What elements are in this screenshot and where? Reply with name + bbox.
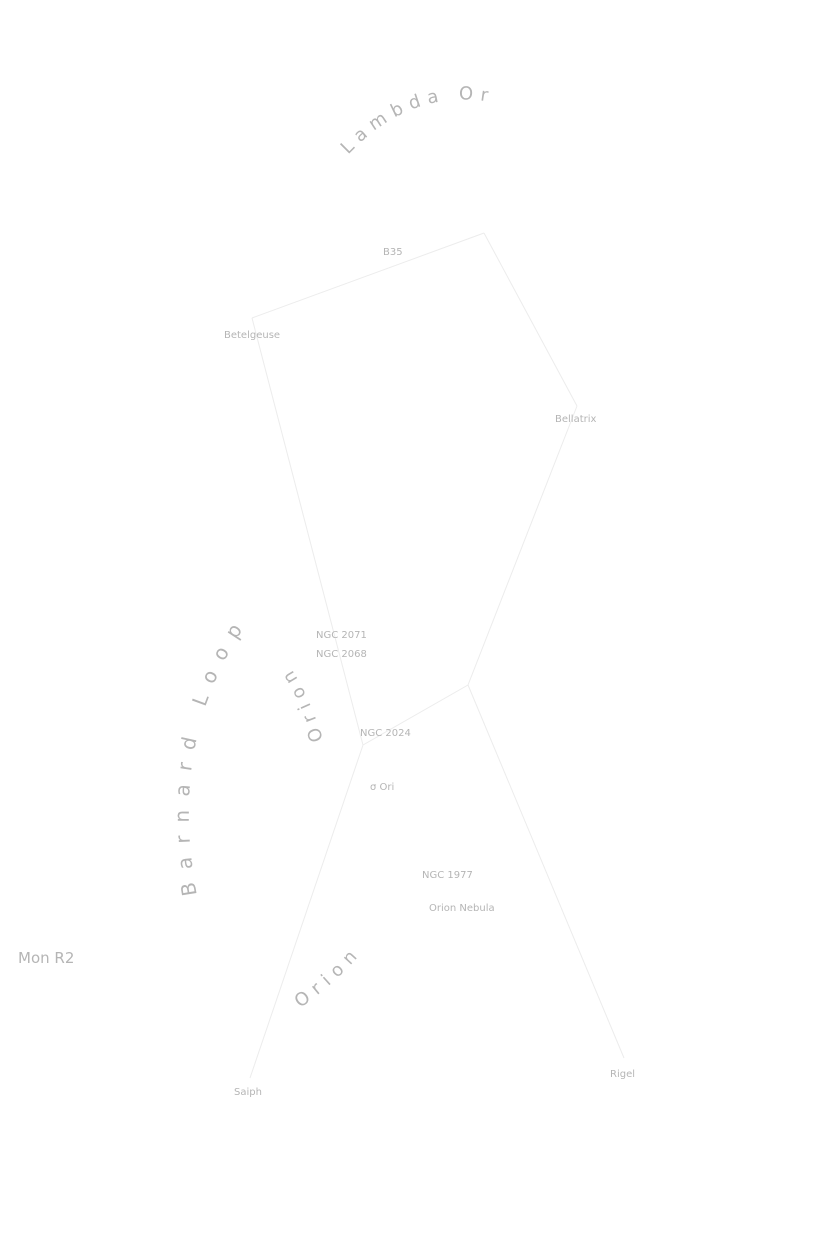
object-label-sigma-ori: σ Ori xyxy=(370,782,394,793)
object-label-orion-nebula: Orion Nebula xyxy=(429,903,495,914)
object-label-ngc1977: NGC 1977 xyxy=(422,870,473,881)
object-label-b35: B35 xyxy=(383,247,403,258)
line-betelgeuse-b35 xyxy=(251,232,485,319)
object-label-ngc2024: NGC 2024 xyxy=(360,728,411,739)
line-belt-rigel xyxy=(467,684,625,1059)
line-belt-ngc2024 xyxy=(362,684,469,746)
region-label-lambda-ori: Lambda Ori xyxy=(0,0,496,158)
object-label-mon-r2: Mon R2 xyxy=(18,949,74,967)
star-label-betelgeuse: Betelgeuse xyxy=(224,330,280,341)
line-bellatrix-belt xyxy=(467,405,578,686)
region-label-orion-b: Orion B xyxy=(0,0,328,745)
object-label-ngc2071: NGC 2071 xyxy=(316,630,367,641)
object-label-ngc2068: NGC 2068 xyxy=(316,649,367,660)
star-label-saiph: Saiph xyxy=(234,1087,262,1098)
constellation-lines xyxy=(249,232,625,1079)
star-label-rigel: Rigel xyxy=(610,1069,635,1080)
line-b35-bellatrix xyxy=(483,232,578,407)
line-betelgeuse-ngc2024 xyxy=(251,317,364,746)
line-ngc2024-saiph xyxy=(249,744,364,1079)
region-label-barnard-loop: Barnard Loop xyxy=(170,608,255,898)
star-label-bellatrix: Bellatrix xyxy=(555,414,597,425)
